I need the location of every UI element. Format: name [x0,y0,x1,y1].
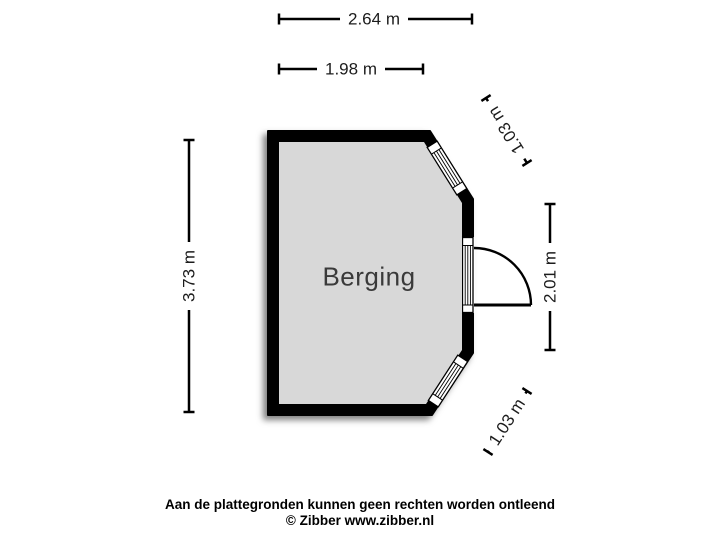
dim-label-width-inner: 1.98 m [317,57,385,81]
door-panel-icon [461,236,474,314]
dim-label-width-outer: 2.64 m [340,7,408,31]
door-swing-icon [473,246,533,307]
footer-disclaimer: Aan de plattegronden kunnen geen rechten… [164,497,556,512]
window-top-icon [426,140,468,196]
dim-label-height-right: 2.01 m [538,243,562,311]
dim-label-height-left: 3.73 m [177,242,201,310]
room-floor [279,142,462,404]
footer-copyright: © Zibber www.zibber.nl [285,513,435,528]
window-bottom-icon [427,354,469,408]
room-name-label: Berging [322,261,416,292]
